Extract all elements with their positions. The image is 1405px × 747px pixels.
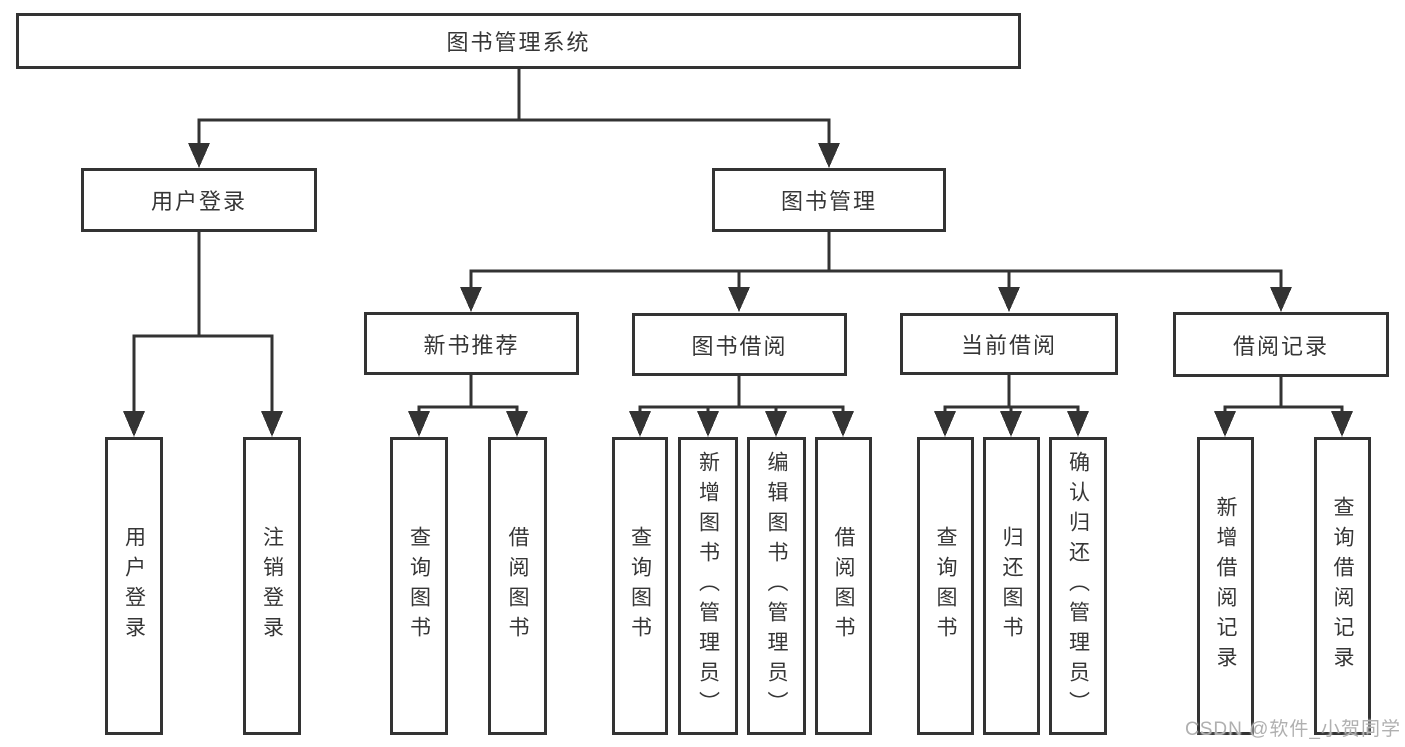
node-book-management-label: 图书管理: [780, 189, 877, 214]
node-new-book-recommend-label: 新书推荐: [423, 332, 520, 358]
leaf-add-borrow-record: 新增借阅记录: [1197, 437, 1254, 735]
leaf-query-books-current: 查询图书: [917, 437, 974, 735]
leaf-edit-book-admin: 编辑图书（管理员）: [747, 437, 806, 735]
leaf-add-borrow-record-label: 新增借阅记录: [1214, 496, 1237, 676]
connector-current-borrowing-branch: [934, 375, 1089, 437]
node-current-borrowing: 当前借阅: [900, 313, 1118, 375]
leaf-query-borrow-record: 查询借阅记录: [1314, 437, 1371, 735]
leaf-return-book-label: 归还图书: [1000, 526, 1023, 646]
leaf-query-books-borrowing: 查询图书: [612, 437, 668, 735]
leaf-add-book-admin: 新增图书（管理员）: [678, 437, 738, 735]
node-book-management: 图书管理: [712, 168, 946, 232]
leaf-logout: 注销登录: [243, 437, 301, 735]
connector-book-management-branch: [460, 232, 1292, 312]
connector-new-book-recommend-branch: [408, 375, 528, 437]
node-current-borrowing-label: 当前借阅: [960, 333, 1057, 358]
leaf-edit-book-admin-label: 编辑图书（管理员）: [765, 451, 788, 721]
node-book-borrowing: 图书借阅: [632, 313, 847, 376]
leaf-borrow-books-label: 借阅图书: [832, 526, 855, 646]
node-borrow-records: 借阅记录: [1173, 312, 1389, 377]
leaf-query-books-current-label: 查询图书: [934, 526, 957, 646]
connector-user-login-branch: [123, 232, 283, 437]
node-user-login-label: 用户登录: [150, 189, 247, 214]
node-book-borrowing-label: 图书借阅: [691, 333, 788, 359]
leaf-borrow-books-recommend-label: 借阅图书: [506, 526, 529, 646]
leaf-query-books-recommend-label: 查询图书: [407, 526, 431, 646]
leaf-user-login: 用户登录: [105, 437, 163, 735]
leaf-return-book: 归还图书: [983, 437, 1040, 735]
connector-borrow-records-branch: [1214, 377, 1353, 437]
leaf-borrow-books: 借阅图书: [815, 437, 872, 735]
leaf-query-books-recommend: 查询图书: [390, 437, 448, 735]
node-root: 图书管理系统: [16, 13, 1021, 69]
node-root-label: 图书管理系统: [446, 30, 591, 55]
node-borrow-records-label: 借阅记录: [1232, 333, 1329, 359]
connector-book-borrowing-branch: [629, 376, 854, 437]
leaf-confirm-return-admin-label: 确认归还（管理员）: [1066, 451, 1090, 721]
leaf-add-book-admin-label: 新增图书（管理员）: [696, 451, 720, 721]
connector-root-to-level1: [188, 69, 840, 168]
leaf-borrow-books-recommend: 借阅图书: [488, 437, 547, 735]
csdn-watermark: CSDN @软件_小贺同学: [1185, 719, 1401, 740]
leaf-query-borrow-record-label: 查询借阅记录: [1331, 496, 1354, 676]
node-new-book-recommend: 新书推荐: [364, 312, 579, 375]
leaf-logout-label: 注销登录: [260, 526, 284, 646]
node-user-login: 用户登录: [81, 168, 317, 232]
leaf-user-login-label: 用户登录: [122, 526, 146, 646]
leaf-confirm-return-admin: 确认归还（管理员）: [1049, 437, 1107, 735]
leaf-query-books-borrowing-label: 查询图书: [628, 526, 652, 646]
